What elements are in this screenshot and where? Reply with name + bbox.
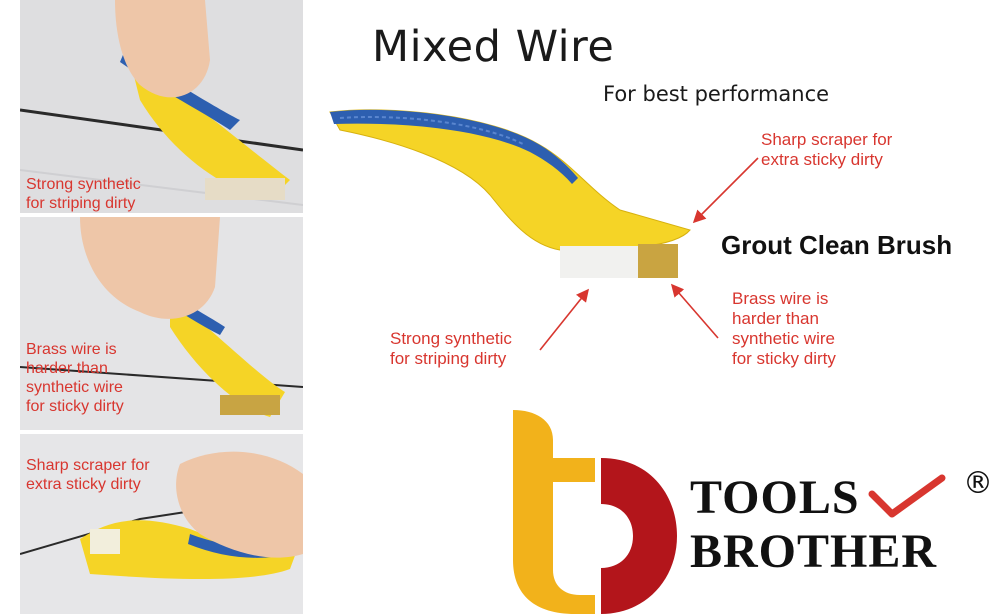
panel-caption: Strong synthetic for striping dirty	[26, 176, 141, 212]
subtitle: For best performance	[603, 82, 830, 106]
hand-using-brush-illustration	[20, 0, 303, 213]
photo-panel-brass: Brass wire is harder than synthetic wire…	[20, 217, 303, 430]
callout-synthetic: Strong synthetic for striping dirty	[390, 329, 512, 368]
main-title: Mixed Wire	[372, 22, 615, 72]
hand-using-brush-illustration	[20, 217, 303, 430]
callout-scraper: Sharp scraper for extra sticky dirty	[761, 130, 893, 169]
photo-panel-synthetic: Strong synthetic for striping dirty	[20, 0, 303, 213]
panel-caption: Brass wire is harder than synthetic wire…	[26, 341, 124, 415]
tools-brother-logo-icon	[513, 410, 677, 614]
callout-brass: Brass wire is harder than synthetic wire…	[732, 289, 836, 368]
hand-using-brush-illustration	[20, 434, 303, 614]
photo-panel-scraper: Sharp scraper for extra sticky dirty	[20, 434, 303, 614]
registered-trademark-icon: ®	[963, 466, 993, 501]
grout-brush-illustration	[329, 109, 691, 278]
product-name: Grout Clean Brush	[721, 230, 953, 260]
panel-caption: Sharp scraper for extra sticky dirty	[26, 457, 150, 493]
brand-name-line2: BROTHER	[690, 525, 938, 578]
checkmark-icon	[868, 474, 946, 518]
brand-name-line1: TOOLS	[690, 471, 860, 524]
